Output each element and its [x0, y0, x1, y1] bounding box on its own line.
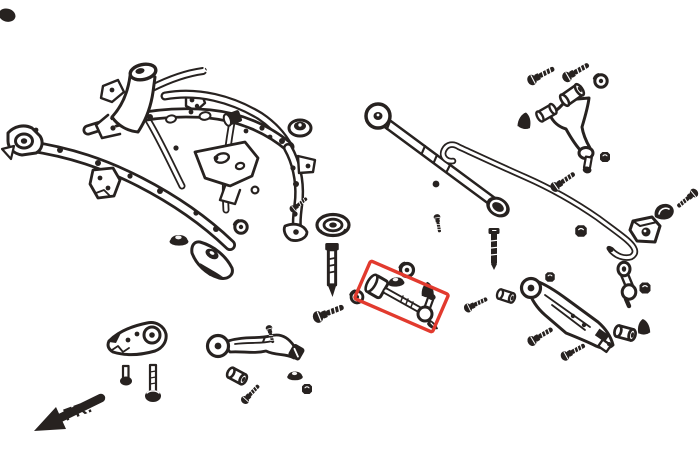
upper-control-arm-assembly: [516, 59, 611, 195]
long-bolt: [487, 227, 501, 271]
sway-bar: [439, 141, 639, 261]
bolt: [525, 323, 556, 349]
nut: [301, 383, 313, 395]
short-bolt: [120, 364, 132, 386]
subframe-hardware: [169, 110, 313, 246]
front-lateral-link-assembly: [205, 324, 313, 407]
long-bolt: [145, 363, 161, 402]
nut: [599, 151, 611, 163]
bushing-sleeve: [224, 365, 250, 387]
nut: [432, 180, 440, 188]
stabilizer-end-link: [616, 260, 652, 309]
nut: [544, 271, 556, 283]
rear-subframe: [0, 8, 317, 280]
highlighted-toe-arm-assembly: [310, 259, 450, 334]
bolt: [432, 213, 444, 234]
fr-direction-arrow: [34, 393, 106, 431]
cone-washer: [516, 110, 533, 131]
bolt: [461, 294, 490, 315]
mount-bracket-assembly: [106, 321, 168, 402]
bolt: [558, 340, 588, 363]
dome-washer: [387, 276, 405, 288]
highlight-box: [353, 259, 450, 334]
dome-washer: [287, 371, 303, 381]
center-fasteners: [315, 212, 588, 315]
cone-washer: [636, 317, 651, 337]
upper-control-arm: [548, 96, 592, 156]
flange-nut: [592, 72, 609, 89]
lateral-arm: [364, 102, 510, 218]
nut: [638, 281, 652, 295]
toe-control-arm: [364, 273, 438, 330]
bolt: [547, 168, 578, 195]
bolt: [310, 300, 347, 326]
lower-control-arm-assembly: [519, 271, 651, 363]
bolt: [524, 62, 558, 88]
fr-direction-label: FR.: [61, 397, 95, 425]
bolt: [238, 381, 263, 407]
long-bolt: [323, 241, 341, 299]
bushing-sleeve-dark: [222, 110, 243, 127]
flange-nut: [232, 218, 249, 235]
front-lateral-link: [226, 333, 298, 360]
bushing-sleeve: [494, 287, 518, 305]
nut: [574, 224, 588, 238]
bolt: [559, 59, 592, 85]
dome-washer: [169, 234, 189, 246]
bolt: [674, 186, 700, 211]
sway-bar-bushing-bracket: [628, 186, 700, 244]
washer-stack: [315, 212, 351, 238]
bushing-clamp: [654, 203, 674, 220]
bushing-sleeve: [611, 323, 639, 343]
dome-bushing: [287, 118, 313, 138]
